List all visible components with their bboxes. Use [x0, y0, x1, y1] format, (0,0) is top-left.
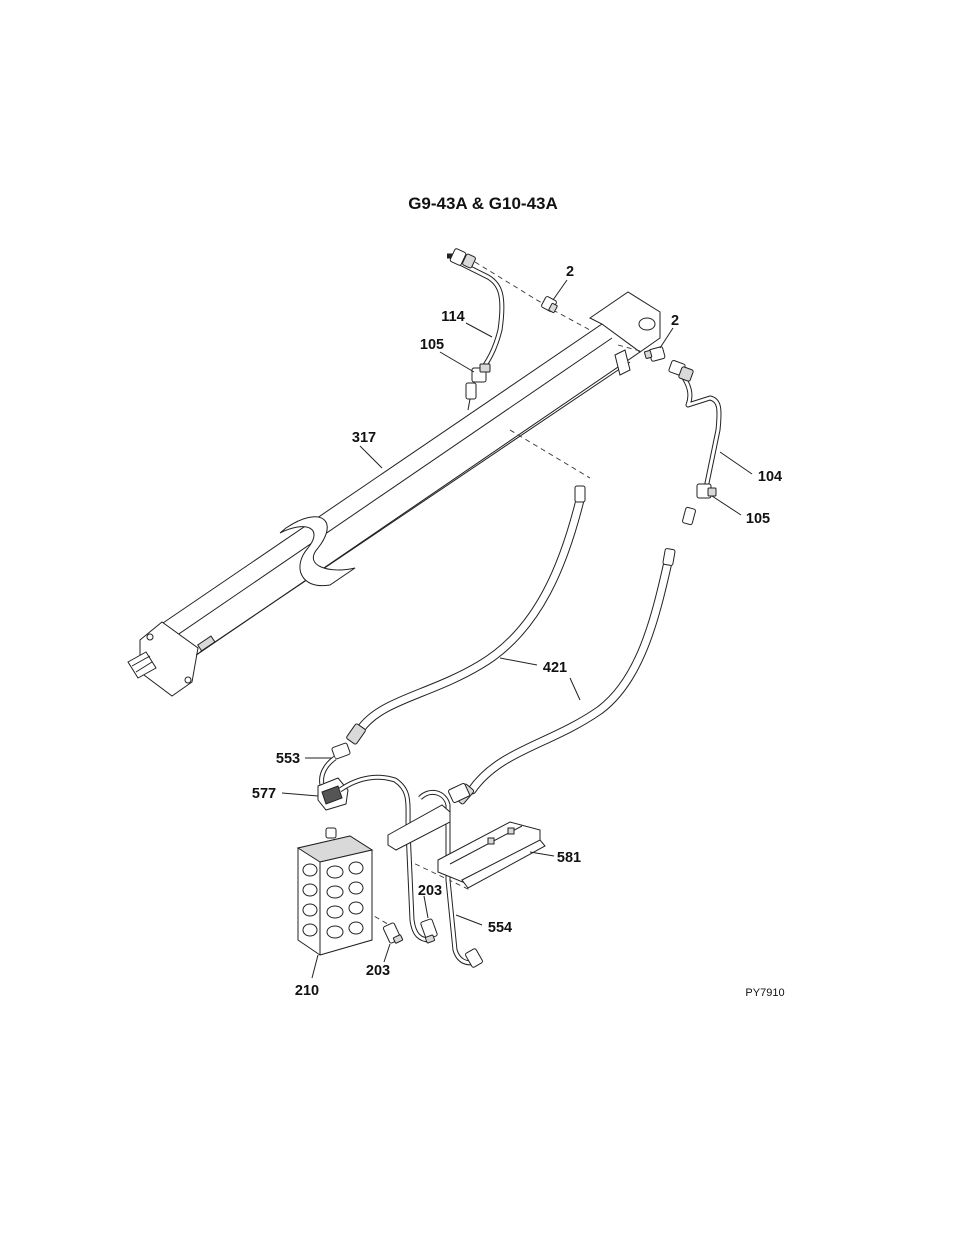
- fitting-105-left: [465, 363, 491, 411]
- tube-554: [338, 774, 483, 968]
- diagram-title: G9-43A & G10-43A: [408, 194, 558, 213]
- drawing-code: PY7910: [745, 987, 784, 999]
- fitting-553: [319, 742, 351, 786]
- callout-577: 577: [252, 786, 276, 802]
- callout-553: 553: [276, 751, 300, 767]
- callout-317: 317: [352, 430, 376, 446]
- fitting-105-right: [682, 483, 717, 526]
- bracket-581: [387, 804, 546, 889]
- fitting-203-upper: [420, 918, 438, 944]
- callout-203-upper: 203: [418, 883, 442, 899]
- callout-105-left: 105: [420, 337, 444, 353]
- tube-104: [668, 360, 722, 489]
- clamp-577: [317, 777, 349, 811]
- fitting-2-right: [644, 346, 666, 362]
- callout-104: 104: [758, 469, 782, 485]
- hose-421-right: [453, 548, 676, 805]
- tube-114: [447, 248, 505, 377]
- callouts: 2 114 2 105 317 104 105 421 553 577 581 …: [252, 264, 782, 999]
- callout-2-right: 2: [671, 313, 679, 329]
- callout-210: 210: [295, 983, 319, 999]
- callout-105-right: 105: [746, 511, 770, 527]
- callout-2-upper: 2: [566, 264, 574, 280]
- callout-581: 581: [557, 850, 581, 866]
- fitting-203-lower: [382, 922, 404, 944]
- hose-421-left: [346, 485, 586, 745]
- fitting-2-upper: [541, 296, 558, 314]
- callout-203-lower: 203: [366, 963, 390, 979]
- callout-554: 554: [488, 920, 512, 936]
- callout-421: 421: [543, 660, 567, 676]
- leader-lines: [281, 279, 753, 979]
- cylinder-317: [127, 291, 661, 697]
- valve-block-210: [296, 827, 374, 956]
- callout-114: 114: [441, 309, 464, 325]
